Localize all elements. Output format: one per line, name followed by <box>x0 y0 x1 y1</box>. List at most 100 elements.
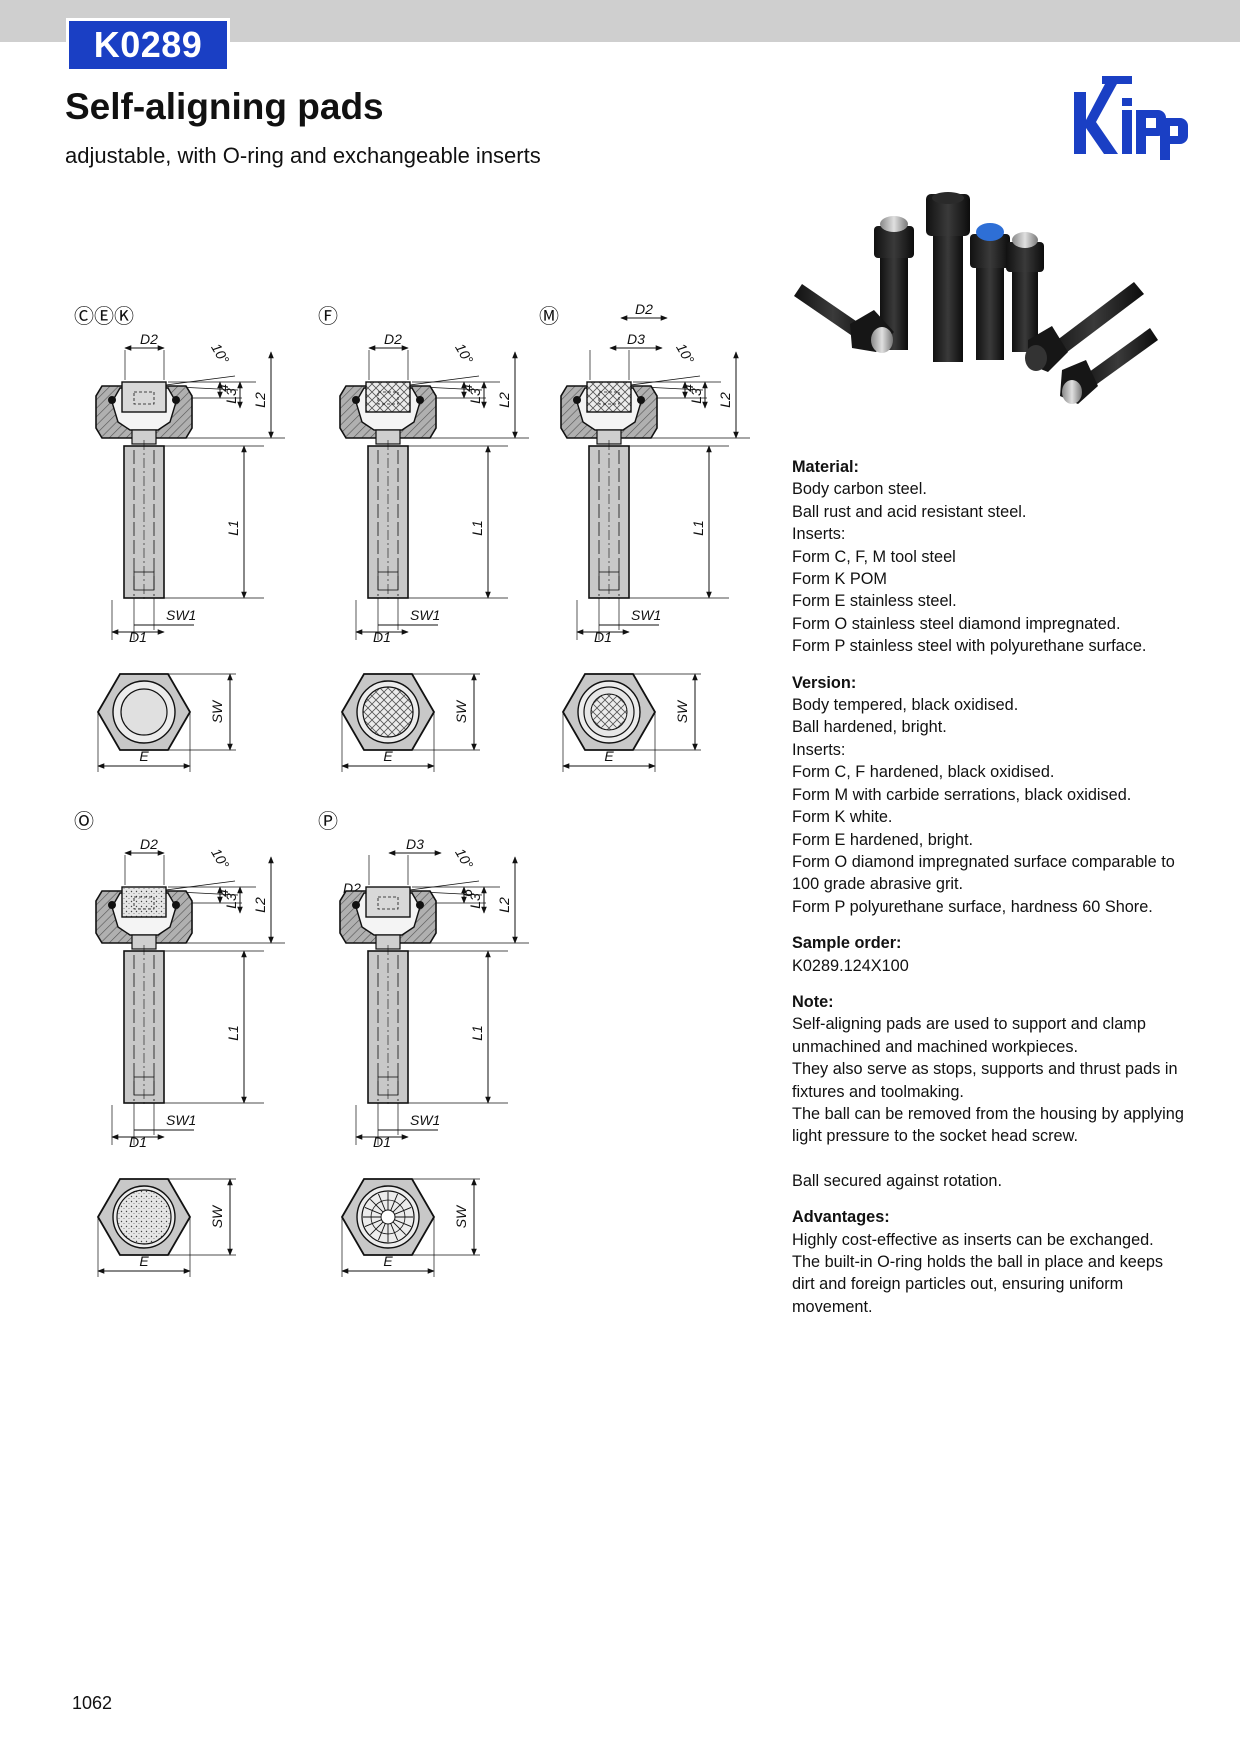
page-title: Self-aligning pads <box>65 86 384 127</box>
dim-d3-label: D3 <box>406 836 424 852</box>
o-ring <box>108 901 116 909</box>
angle-line <box>622 375 701 387</box>
hex-socket <box>377 571 399 591</box>
section-line: They also serve as stops, supports and t… <box>792 1060 1178 1079</box>
product-code: K0289 <box>93 24 203 65</box>
section-heading: Material: <box>792 458 859 476</box>
dim-sw-label: SW <box>453 699 469 723</box>
dim-l1-label: L1 <box>469 1025 485 1041</box>
page-number: 1062 <box>72 1693 113 1713</box>
section-line: Form K POM <box>792 570 887 589</box>
sun-ray <box>370 1199 384 1213</box>
page-subtitle: adjustable, with O-ring and exchangeable… <box>65 143 541 168</box>
o-ring <box>108 396 116 404</box>
dim-sw-label: SW <box>453 1204 469 1228</box>
form-label: Ⓕ <box>318 305 338 328</box>
dim-sw-label: SW <box>209 1204 225 1228</box>
angle-line <box>157 880 236 892</box>
top-view-insert <box>362 686 414 738</box>
insert <box>586 381 632 413</box>
sun-ray <box>392 1199 406 1213</box>
section-line: Body carbon steel. <box>792 480 927 499</box>
o-ring <box>637 396 645 404</box>
dim-h-label: 4 <box>680 384 696 392</box>
dim-d1-label: D1 <box>129 629 147 645</box>
o-ring <box>352 901 360 909</box>
section-line: Form P polyurethane surface, hardness 60… <box>792 897 1153 916</box>
dim-l2-label: L2 <box>252 897 268 913</box>
dim-l1-label: L1 <box>690 520 706 536</box>
dim-d2-label: D2 <box>140 331 158 347</box>
dim-h-label: 4 <box>459 384 475 392</box>
hex-socket <box>133 571 155 591</box>
section-line: The ball can be removed from the housing… <box>792 1104 1184 1123</box>
section-line: Form K white. <box>792 808 893 827</box>
socket-hidden <box>598 391 620 405</box>
section-heading: Version: <box>792 673 857 692</box>
o-ring <box>416 901 424 909</box>
angle-line <box>401 375 480 387</box>
sun-ray <box>370 1221 384 1235</box>
sun-center <box>380 1209 396 1225</box>
angle-label: 10° <box>208 845 233 872</box>
section-line: K0289.124X100 <box>792 956 909 975</box>
section-line: Form P stainless steel with polyurethane… <box>792 637 1147 656</box>
section-line: Form C, F, M tool steel <box>792 547 956 566</box>
product-photo <box>794 192 1158 404</box>
section-line: 100 grade abrasive grit. <box>792 875 964 894</box>
angle-line <box>157 375 236 387</box>
section-line: Body tempered, black oxidised. <box>792 696 1019 715</box>
top-view-insert <box>116 1189 172 1245</box>
sun-ray <box>364 1219 382 1227</box>
angle-label: 10° <box>452 340 477 367</box>
section-line: unmachined and machined workpieces. <box>792 1037 1078 1056</box>
kipp-logo <box>1074 76 1188 160</box>
sun-ray <box>392 1221 406 1235</box>
section-line: Form O diamond impregnated surface compa… <box>792 852 1175 871</box>
dim-e-label: E <box>604 748 614 764</box>
socket-hidden <box>133 896 155 910</box>
section-line: Form E hardened, bright. <box>792 830 973 849</box>
section-line: fixtures and toolmaking. <box>792 1082 964 1101</box>
product-code-badge: K0289 <box>66 18 230 72</box>
section-line: Form O stainless steel diamond impregnat… <box>792 614 1121 633</box>
dim-sw-label: SW <box>674 699 690 723</box>
dim-l1-label: L1 <box>469 520 485 536</box>
top-view-insert-core <box>590 693 628 731</box>
section-line: Ball hardened, bright. <box>792 718 947 737</box>
section-line: Inserts: <box>792 740 846 759</box>
o-ring <box>172 396 180 404</box>
section-heading: Sample order: <box>792 934 902 953</box>
dim-e-label: E <box>139 1253 149 1269</box>
o-ring <box>352 396 360 404</box>
insert <box>121 886 167 918</box>
o-ring <box>573 396 581 404</box>
hex-socket <box>598 571 620 591</box>
sun-ray <box>394 1219 412 1227</box>
o-ring <box>416 396 424 404</box>
section-line: Inserts: <box>792 525 846 544</box>
blank-line <box>792 1148 1192 1170</box>
form-label: ⒸⒺⓀ <box>74 305 134 328</box>
dim-e-label: E <box>139 748 149 764</box>
sun-ray <box>378 1193 386 1211</box>
dim-h-label: 6 <box>459 889 475 897</box>
section-line: light pressure to the socket head screw. <box>792 1127 1078 1146</box>
sun-ray <box>364 1207 382 1215</box>
dim-sw1-label: SW1 <box>410 1112 440 1128</box>
socket-hidden <box>377 391 399 405</box>
dim-l2-label: L2 <box>252 392 268 408</box>
dim-l2-label: L2 <box>717 392 733 408</box>
section-heading: Note: <box>792 992 834 1011</box>
dim-sw-label: SW <box>209 699 225 723</box>
dim-l3-label: L3 <box>467 388 483 404</box>
dim-d3-label: D3 <box>627 331 645 347</box>
dim-d1-label: D1 <box>594 629 612 645</box>
form-label: Ⓜ <box>539 305 559 328</box>
sun-ring <box>370 1199 406 1235</box>
